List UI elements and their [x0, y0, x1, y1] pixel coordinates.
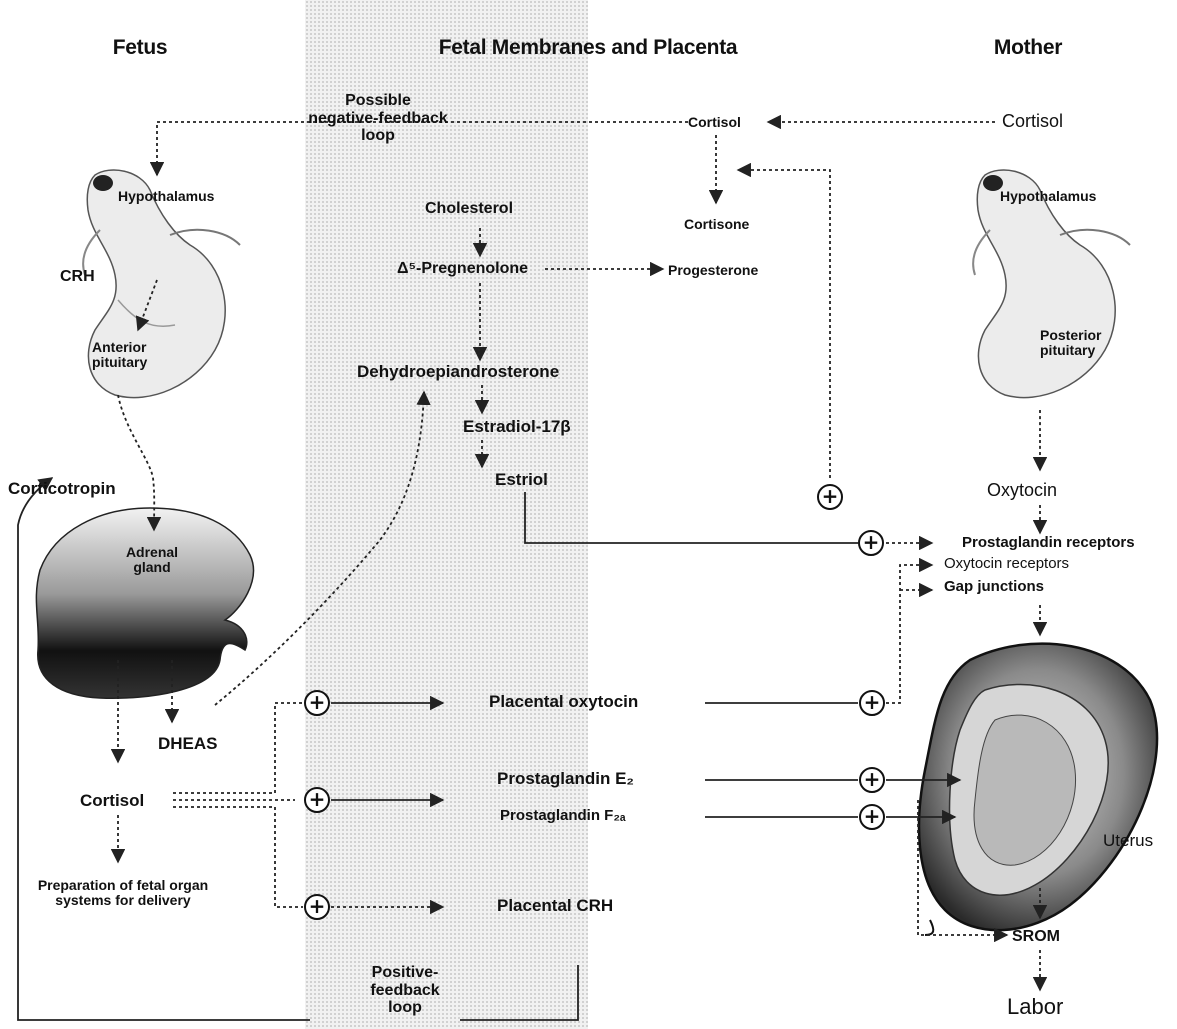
- gap-junctions-label: Gap junctions: [944, 579, 1044, 596]
- cortisone-label: Cortisone: [684, 217, 749, 232]
- maternal-hypothalamus-label: Hypothalamus: [1000, 189, 1096, 204]
- estriol-stimulates-cortisone-arrow: [738, 170, 830, 478]
- uterus-label: Uterus: [1103, 832, 1153, 851]
- cholesterol-label: Cholesterol: [425, 200, 513, 218]
- pge2-label: Prostaglandin E₂: [497, 770, 634, 789]
- dhea-label: Dehydroepiandrosterone: [357, 363, 559, 382]
- adrenal-gland-label: Adrenal gland: [122, 545, 182, 576]
- placental-oxytocin-label: Placental oxytocin: [489, 693, 638, 712]
- stimulate-receptors-icon: +: [858, 530, 884, 556]
- stimulate-oxytocin-icon: +: [304, 690, 330, 716]
- fetal-preparation-label: Preparation of fetal organ systems for d…: [36, 878, 211, 909]
- fetal-cortisol-label: Cortisol: [80, 792, 144, 811]
- labor-label: Labor: [1007, 995, 1063, 1019]
- maternal-oxytocin-label: Oxytocin: [987, 481, 1057, 501]
- fetal-hypothalamus-label: Hypothalamus: [118, 189, 214, 204]
- stimulate-pge2-icon: +: [859, 767, 885, 793]
- header-fetus: Fetus: [113, 36, 168, 59]
- positive-feedback-right-line: [460, 965, 578, 1020]
- pgf2a-label: Prostaglandin F₂ₐ: [500, 808, 626, 825]
- stimulate-maternal-oxytocin-icon: +: [859, 690, 885, 716]
- stimulate-estriol-cortisone-icon: +: [817, 484, 843, 510]
- maternal-cortisol-label: Cortisol: [1002, 112, 1063, 132]
- dheas-label: DHEAS: [158, 735, 218, 754]
- pregnenolone-label: Δ⁵-Pregnenolone: [397, 260, 528, 278]
- estriol-output-line: [525, 492, 858, 543]
- header-mother: Mother: [994, 36, 1062, 59]
- placental-crh-label: Placental CRH: [497, 897, 613, 916]
- stimulate-placental-crh-icon: +: [304, 894, 330, 920]
- estradiol-label: Estradiol-17β: [463, 418, 571, 437]
- cortisol-up-branch: [275, 703, 303, 793]
- stimulate-pgf2a-icon: +: [859, 804, 885, 830]
- stimulate-prostaglandins-icon: +: [304, 787, 330, 813]
- anterior-pituitary-label: Anterior pituitary: [92, 340, 162, 371]
- positive-feedback-label: Positive-feedback loop: [360, 964, 450, 1017]
- placental-cortisol-label: Cortisol: [688, 115, 741, 130]
- estriol-label: Estriol: [495, 471, 548, 490]
- negative-feedback-label: Possible negative-feedback loop: [308, 92, 448, 145]
- prostaglandin-receptors-label: Prostaglandin receptors: [962, 535, 1135, 552]
- corticotropin-label: Corticotropin: [8, 480, 116, 499]
- adrenal-gland-drawing: [36, 508, 253, 698]
- srom-label: SROM: [1012, 928, 1060, 946]
- to-oxytocin-receptors-arrow: [886, 565, 932, 703]
- posterior-pituitary-label: Posterior pituitary: [1040, 328, 1110, 359]
- oxytocin-receptors-label: Oxytocin receptors: [944, 556, 1069, 573]
- uterus-drawing: [919, 644, 1157, 935]
- fetal-crh-label: CRH: [60, 268, 95, 286]
- cortisol-down-branch: [275, 807, 303, 907]
- header-placenta: Fetal Membranes and Placenta: [439, 36, 738, 59]
- progesterone-label: Progesterone: [668, 263, 758, 278]
